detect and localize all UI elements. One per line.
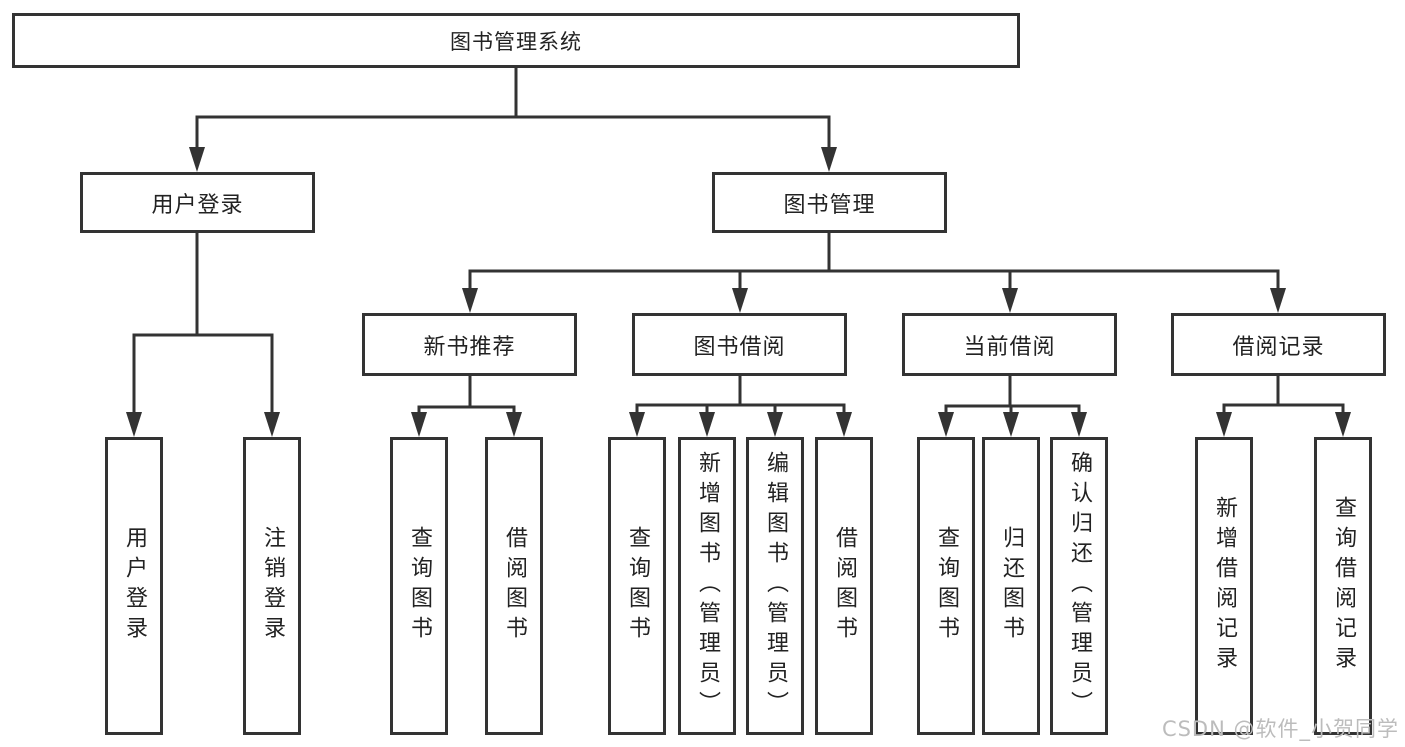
leaf-borrow-books-recommend: 借阅图书 xyxy=(485,437,543,735)
node-current-borrowing: 当前借阅 xyxy=(902,313,1117,376)
leaf-return-books: 归还图书 xyxy=(982,437,1040,735)
leaf-borrow-books: 借阅图书 xyxy=(815,437,873,735)
leaf-confirm-return-admin: 确认归还（管理员） xyxy=(1050,437,1108,735)
node-user-login: 用户登录 xyxy=(80,172,315,233)
node-book-borrowing: 图书借阅 xyxy=(632,313,847,376)
leaf-logout: 注销登录 xyxy=(243,437,301,735)
node-new-book-recommendation: 新书推荐 xyxy=(362,313,577,376)
leaf-add-borrow-record: 新增借阅记录 xyxy=(1195,437,1253,735)
leaf-query-books-current: 查询图书 xyxy=(917,437,975,735)
node-borrowing-records: 借阅记录 xyxy=(1171,313,1386,376)
leaf-query-books-recommend: 查询图书 xyxy=(390,437,448,735)
node-library-management-system: 图书管理系统 xyxy=(12,13,1020,68)
leaf-query-borrow-record: 查询借阅记录 xyxy=(1314,437,1372,735)
leaf-edit-books-admin: 编辑图书（管理员） xyxy=(746,437,804,735)
leaf-user-login: 用户登录 xyxy=(105,437,163,735)
node-book-management: 图书管理 xyxy=(712,172,947,233)
csdn-watermark: CSDN @软件_小贺同学 xyxy=(1161,717,1399,741)
leaf-add-books-admin: 新增图书（管理员） xyxy=(678,437,736,735)
leaf-query-books-borrowing: 查询图书 xyxy=(608,437,666,735)
